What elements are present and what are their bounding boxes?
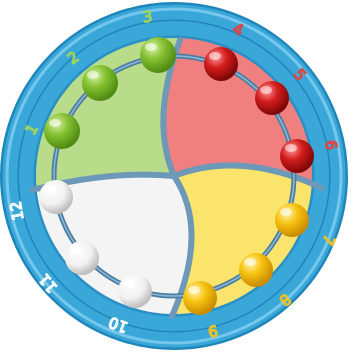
number-band <box>19 21 329 331</box>
red-bead-1[interactable] <box>204 47 238 81</box>
yellow-bead-1[interactable] <box>275 203 309 237</box>
red-bead-2[interactable] <box>255 81 289 115</box>
number-6: 6 <box>321 139 340 152</box>
green-bead-1[interactable] <box>44 113 80 149</box>
green-bead-3[interactable] <box>140 37 176 73</box>
beads <box>39 37 314 315</box>
outer-ring-face <box>2 4 346 348</box>
number-9: 9 <box>207 321 220 340</box>
red-bead-3[interactable] <box>280 139 314 173</box>
white-bead-2[interactable] <box>65 241 99 275</box>
yellow-bead-3[interactable] <box>183 281 217 315</box>
outer-ring-highlight <box>5 7 343 345</box>
green-bead-2[interactable] <box>82 65 118 101</box>
number-12: 12 <box>7 200 28 222</box>
yellow-bead-2[interactable] <box>239 253 273 287</box>
white-bead-1[interactable] <box>118 274 152 308</box>
number-3: 3 <box>142 8 153 27</box>
white-bead-3[interactable] <box>39 180 73 214</box>
